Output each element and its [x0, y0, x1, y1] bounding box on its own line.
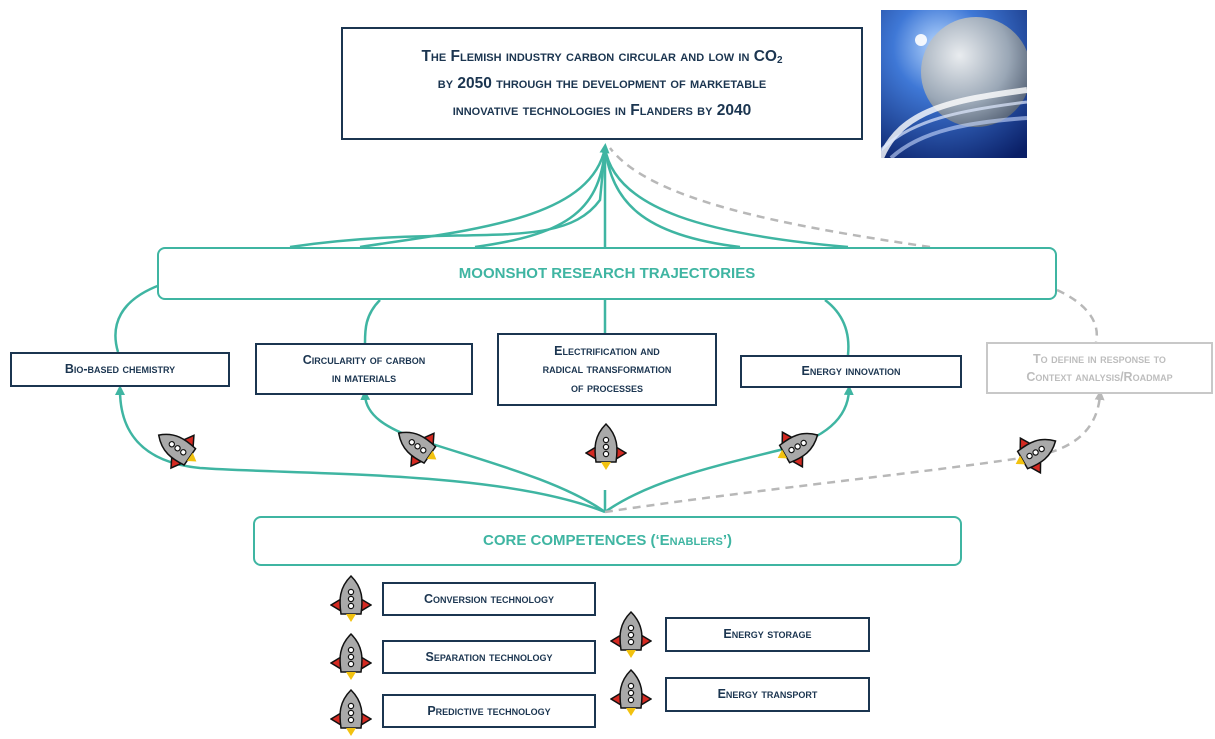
moonshot-label: MOONSHOT RESEARCH TRAJECTORIES — [458, 264, 756, 282]
competence-energy-storage: Energy storage — [665, 617, 870, 652]
space-planet-image — [881, 10, 1027, 158]
rocket-icon — [330, 633, 372, 681]
competence-transport-label: Energy transport — [717, 687, 818, 702]
goal-line1: The Flemish industry carbon circular and… — [421, 47, 777, 65]
competence-storage-label: Energy storage — [723, 627, 812, 642]
competence-energy-transport: Energy transport — [665, 677, 870, 712]
rocket-icon — [1004, 424, 1063, 483]
competence-conversion-label: Conversion technology — [423, 591, 554, 606]
trajectory-elec-line3: of processes — [570, 380, 643, 395]
goal-box: The Flemish industry carbon circular and… — [341, 27, 863, 140]
rocket-icon — [610, 669, 652, 717]
trajectory-bio-label: Bio-based chemistry — [64, 362, 176, 377]
trajectory-elec-line1: Electrification and — [554, 344, 660, 359]
goal-line2: by 2050 through the development of marke… — [437, 74, 767, 92]
rocket-icon — [585, 423, 627, 471]
competence-separation-label: Separation technology — [425, 649, 553, 664]
competence-conversion-technology: Conversion technology — [382, 582, 596, 616]
competence-separation-technology: Separation technology — [382, 640, 596, 674]
rocket-icon — [330, 575, 372, 623]
trajectory-tbd-line2: Context analysis/Roadmap — [1026, 370, 1173, 384]
trajectory-bio-based-chemistry: Bio-based chemistry — [10, 352, 230, 387]
trajectory-energy-innovation: Energy innovation — [740, 355, 962, 388]
trajectory-circularity-of-carbon: Circularity of carbon in materials — [255, 343, 473, 395]
trajectory-elec-line2: radical transformation — [542, 362, 672, 377]
core-label: CORE COMPETENCES (‘Enablers’) — [482, 532, 733, 550]
moonshot-research-trajectories-box: MOONSHOT RESEARCH TRAJECTORIES — [157, 247, 1057, 300]
rocket-icon — [610, 611, 652, 659]
competence-predictive-technology: Predictive technology — [382, 694, 596, 728]
rocket-icon — [150, 420, 209, 479]
trajectory-tbd-line1: To define in response to — [1033, 351, 1166, 366]
trajectory-electrification: Electrification and radical transformati… — [497, 333, 717, 406]
core-competences-box: CORE COMPETENCES (‘Enablers’) — [253, 516, 962, 566]
rocket-icon — [390, 418, 449, 477]
competence-predictive-label: Predictive technology — [427, 703, 551, 718]
trajectory-circ-line2: in materials — [331, 371, 397, 385]
goal-line3: innovative technologies in Flanders by 2… — [452, 102, 752, 120]
goal-subscript: 2 — [776, 54, 783, 66]
rocket-icon — [330, 689, 372, 737]
trajectory-to-define: To define in response to Context analysi… — [986, 342, 1213, 394]
trajectory-energy-label: Energy innovation — [801, 364, 901, 379]
rocket-icon — [766, 418, 825, 477]
trajectory-circ-line1: Circularity of carbon — [302, 352, 426, 367]
